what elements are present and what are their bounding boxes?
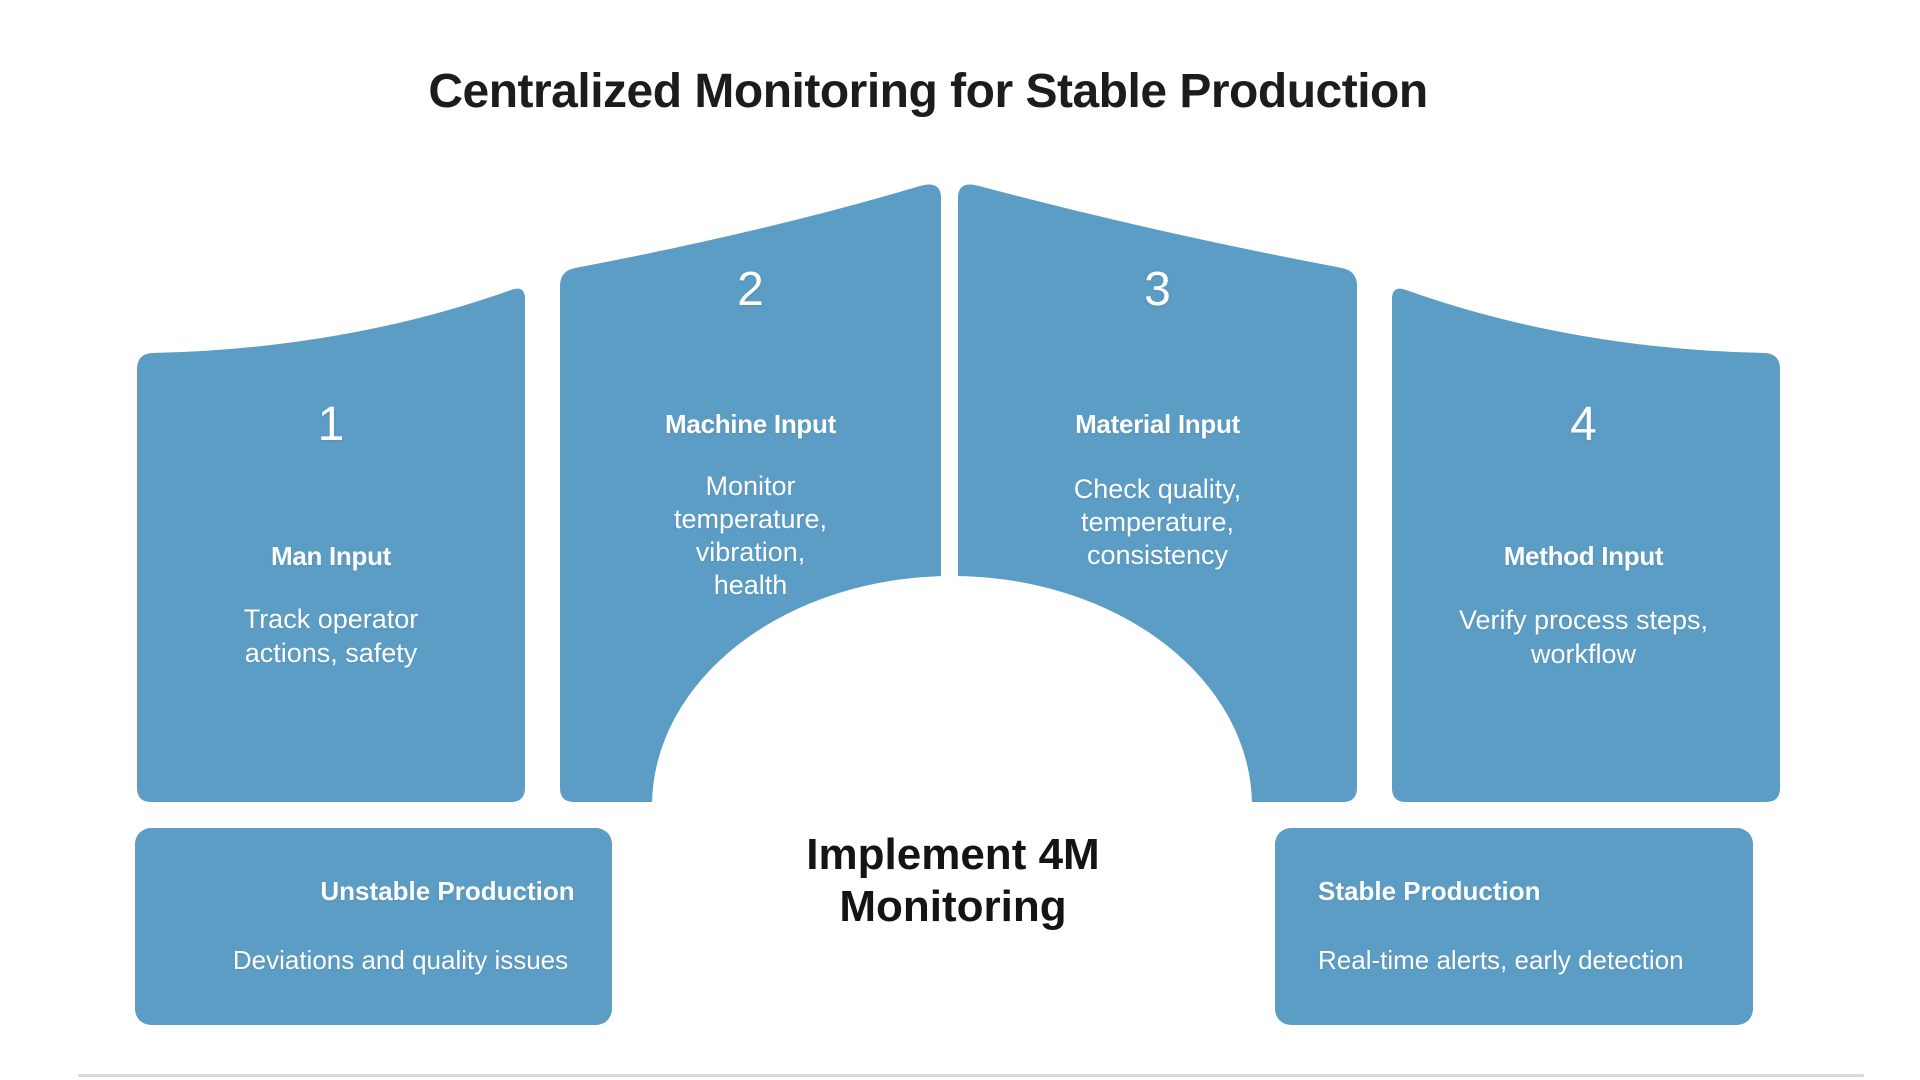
panel-3-body: Check quality, temperature, consistency (1073, 474, 1242, 570)
panel-3-heading: Material Input (1075, 409, 1240, 439)
outcome-box-stable-production: Stable Production Real-time alerts, earl… (1275, 828, 1753, 1025)
panel-1-heading: Man Input (270, 541, 392, 571)
panel-4-number: 4 (1570, 398, 1597, 451)
panel-1-body: Track operator actions, safety (243, 604, 419, 668)
bottom-hairline (78, 1074, 1864, 1077)
panel-1-number: 1 (317, 398, 345, 451)
outcome-unstable-heading: Unstable Production (320, 876, 575, 906)
panel-3-number: 3 (1144, 263, 1171, 316)
outcome-stable-heading: Stable Production (1318, 876, 1541, 906)
panel-2-body: Monitor temperature, vibration, health (673, 471, 828, 600)
outcome-box-unstable-production: Unstable Production Deviations and quali… (135, 828, 612, 1025)
diagram-title: Centralized Monitoring for Stable Produc… (428, 65, 1428, 118)
panel-4-heading: Method Input (1503, 541, 1664, 571)
panel-1-shape (137, 288, 525, 802)
panel-2-number: 2 (737, 263, 764, 316)
panel-4-body: Verify process steps, workflow (1458, 605, 1709, 669)
panel-2-heading: Machine Input (665, 409, 836, 439)
center-label-implement-4m: Implement 4M Monitoring (806, 830, 1100, 931)
outcome-unstable-body: Deviations and quality issues (232, 945, 569, 975)
arch-cutout (652, 576, 1252, 1036)
panel-4-shape (1392, 288, 1780, 802)
outcome-stable-body: Real-time alerts, early detection (1318, 945, 1684, 975)
